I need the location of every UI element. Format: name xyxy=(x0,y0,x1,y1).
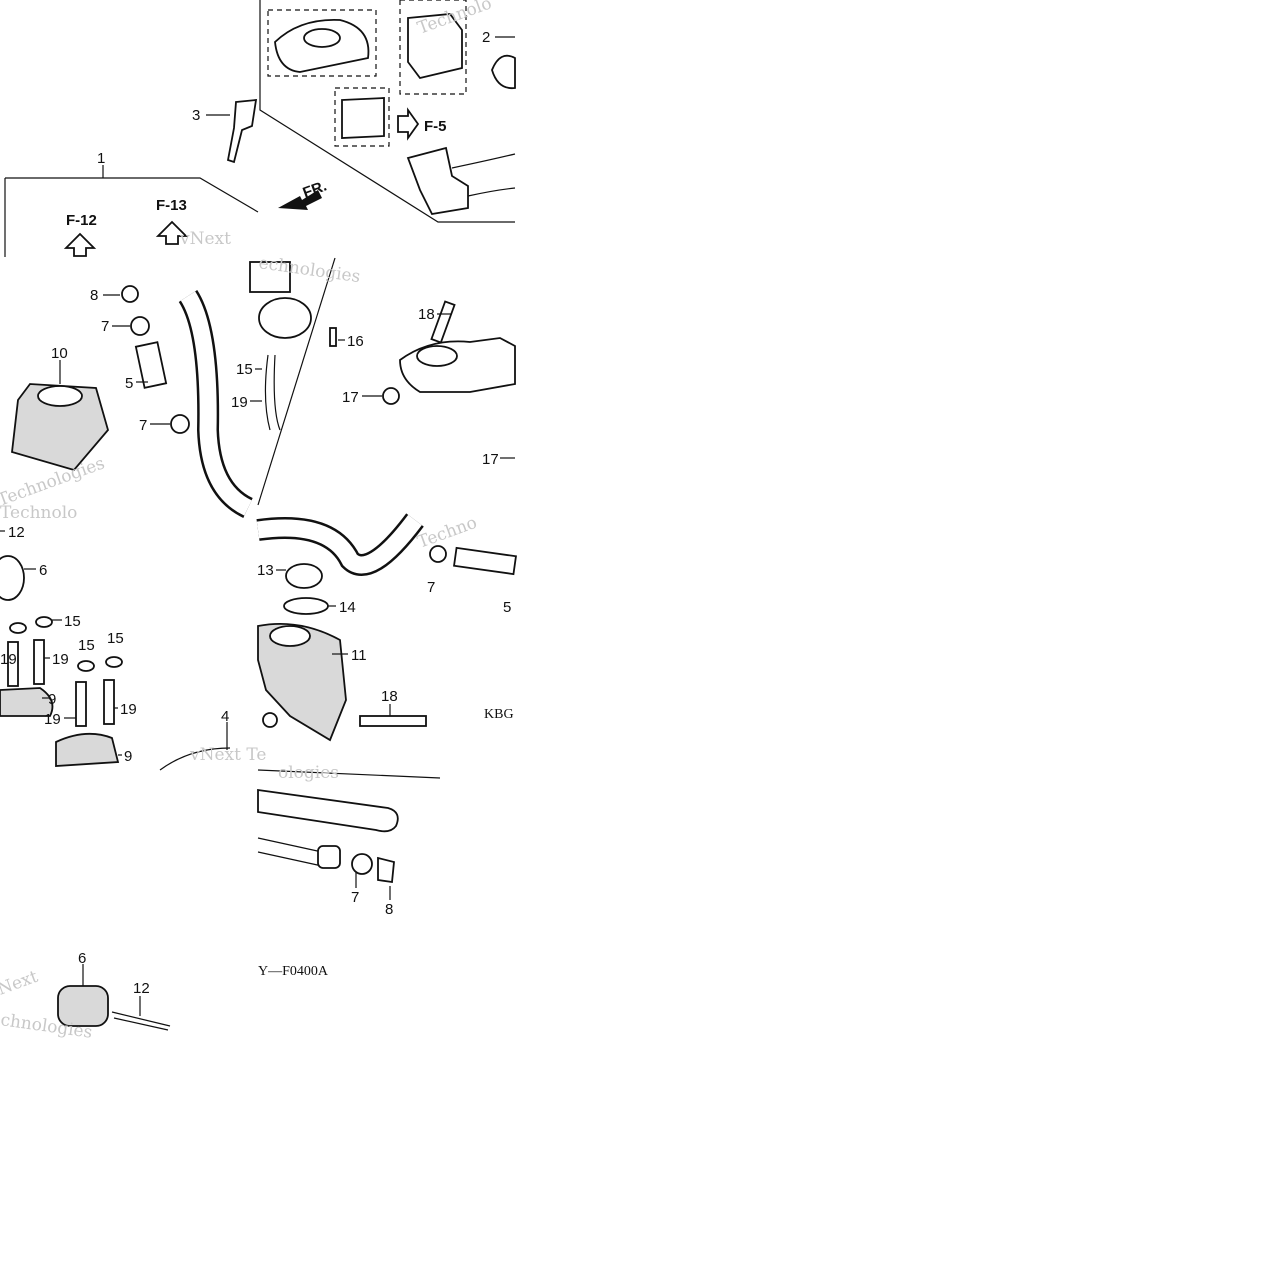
watermark: vNext Te xyxy=(189,745,266,765)
holder-lower-icon xyxy=(55,732,120,767)
bridge-icon xyxy=(257,623,347,742)
watermark: Technolo xyxy=(0,503,77,523)
callout-17-b: 17 xyxy=(482,451,499,468)
front-direction-label: FR. xyxy=(301,178,330,202)
diagram-code-right: KBG xyxy=(484,707,514,722)
callout-19-b: 19 xyxy=(52,651,69,668)
cap-icon xyxy=(341,97,385,139)
nut-icon xyxy=(285,563,323,589)
cover-icon xyxy=(11,383,109,472)
callout-15-d: 15 xyxy=(236,361,253,378)
diagram-code-left: Y—F0400A xyxy=(258,964,329,979)
ignition-switch-icon xyxy=(258,297,312,339)
callout-18-b: 18 xyxy=(381,688,398,705)
callout-13: 13 xyxy=(257,562,274,579)
callout-12: 12 xyxy=(8,524,25,541)
callout-11: 11 xyxy=(351,647,367,664)
grip-icon xyxy=(134,341,168,389)
ref-f12: F-12 xyxy=(66,212,97,229)
connector-icon xyxy=(406,146,469,215)
callout-5-b: 5 xyxy=(503,599,511,616)
ref-f5: F-5 xyxy=(424,118,447,135)
tile-lower xyxy=(0,513,517,771)
callout-17: 17 xyxy=(342,389,359,406)
f12-arrow-icon xyxy=(63,232,97,257)
callout-3: 3 xyxy=(192,107,200,124)
bracket-icon xyxy=(399,337,516,393)
watermark: vNext xyxy=(179,229,231,249)
front-direction-arrow-icon xyxy=(278,190,322,210)
callout-10: 10 xyxy=(51,345,68,362)
callout-8-b: 8 xyxy=(385,901,393,918)
callout-1: 1 xyxy=(97,150,105,167)
bar-end-weight-icon xyxy=(0,555,25,601)
reference-labels: F-12 F-13 F-5 FR. Y—F0400A KBG xyxy=(66,118,514,979)
callout-16: 16 xyxy=(347,333,364,350)
callout-18: 18 xyxy=(418,306,435,323)
watermark: ologies xyxy=(278,763,339,783)
callout-15: 15 xyxy=(64,613,81,630)
callout-labels: 1 2 3 4 5 5 6 6 7 7 7 7 8 8 9 9 10 11 12… xyxy=(0,29,511,997)
callout-6: 6 xyxy=(39,562,47,579)
callout-19-e: 19 xyxy=(0,651,17,668)
f13-arrow-icon xyxy=(155,220,189,245)
ref-f13: F-13 xyxy=(156,197,187,214)
callout-7-c: 7 xyxy=(427,579,435,596)
callout-19-c: 19 xyxy=(44,711,61,728)
switch-box-icon xyxy=(407,13,463,80)
callout-8: 8 xyxy=(90,287,98,304)
tile-top xyxy=(4,0,516,257)
watermark: Next xyxy=(0,967,41,1000)
callout-12-b: 12 xyxy=(133,980,150,997)
callout-5: 5 xyxy=(125,375,133,392)
callout-6-b: 6 xyxy=(78,950,86,967)
watermark: Techno xyxy=(415,513,480,553)
callout-19: 19 xyxy=(231,394,248,411)
callout-15-b: 15 xyxy=(78,637,95,654)
callout-9-b: 9 xyxy=(124,748,132,765)
callout-9: 9 xyxy=(48,691,56,708)
callout-7-d: 7 xyxy=(351,889,359,906)
callout-14: 14 xyxy=(339,599,356,616)
callout-4: 4 xyxy=(221,708,229,725)
callout-19-d: 19 xyxy=(120,701,137,718)
callout-7-b: 7 xyxy=(139,417,147,434)
holder-upper-icon xyxy=(0,687,54,717)
callout-2: 2 xyxy=(482,29,490,46)
f5-arrow-icon xyxy=(397,107,420,141)
handlebar-end-icon xyxy=(257,788,399,833)
tile-middle xyxy=(11,257,516,518)
washer-icon xyxy=(283,597,329,615)
tile-bottom xyxy=(57,769,441,1031)
key-icon xyxy=(226,98,258,164)
callout-15-c: 15 xyxy=(107,630,124,647)
callout-7: 7 xyxy=(101,318,109,335)
